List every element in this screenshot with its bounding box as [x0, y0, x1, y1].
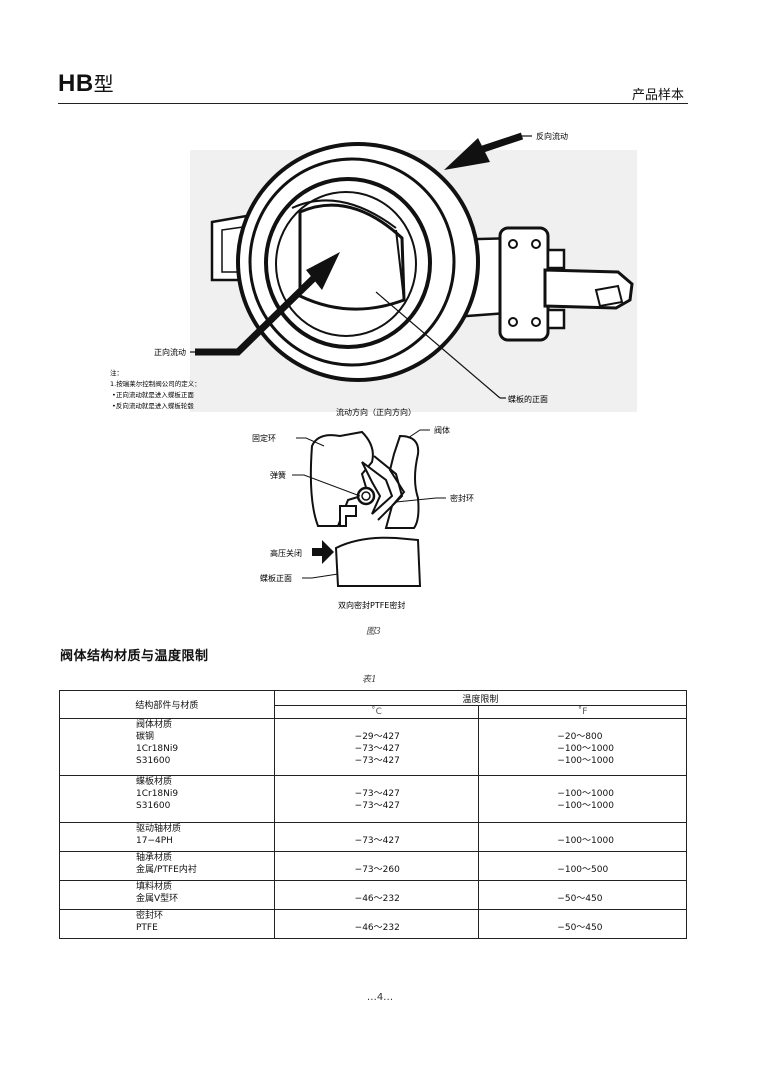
label-reverse-flow: 反向流动 [536, 131, 568, 141]
label-disc-face: 蝶板的正面 [508, 394, 548, 404]
brand-label: 产品样本 [632, 88, 685, 103]
note-line-3: •反向流动就是进入蝶板轮毂 [112, 401, 194, 410]
valve-figure: 反向流动 正向流动 蝶板的正面 注： 1.按瑞莱尔控制阀公司的定义： •正向流动… [110, 131, 637, 610]
figure-caption: 图3 [366, 627, 381, 637]
label-flow-direction: 流动方向（正向方向） [336, 407, 416, 417]
label-body: 阀体 [434, 425, 450, 435]
valve-body-part [384, 434, 420, 529]
forward-flow-arrow [195, 269, 323, 356]
label-spring: 弹簧 [270, 470, 286, 480]
label-seal-ring: 密封环 [450, 493, 474, 503]
retaining-ring-part [309, 430, 374, 527]
label-high-pressure: 高压关闭 [270, 548, 302, 558]
header-celsius: ˚C [273, 705, 480, 719]
header-divider [58, 103, 688, 104]
bolt-lower [546, 308, 566, 330]
spring-part [356, 486, 376, 506]
reverse-flow-arrow [478, 132, 524, 154]
header-temperature-limit: 温度限制 [273, 690, 688, 706]
high-pressure-arrow [312, 540, 334, 564]
note-line-2: •正向流动就是进入蝶板正面 [112, 390, 194, 399]
page-title: HB型 [58, 70, 115, 97]
section-title: 阀体结构材质与温度限制 [60, 649, 209, 664]
disc-front-part [334, 536, 422, 587]
label-forward-flow: 正向流动 [154, 347, 186, 357]
note-line-0: 注： [110, 368, 123, 377]
label-bidirectional-seal: 双向密封PTFE密封 [338, 600, 405, 610]
table-caption: 表1 [362, 675, 377, 685]
header-component-material: 结构部件与材质 [59, 690, 275, 719]
table-row: 填料材质金属V型环 −46～232 −50～450 [59, 880, 687, 910]
label-retaining-ring: 固定环 [252, 433, 276, 443]
seal-ring-part [361, 461, 394, 515]
table-row: 轴承材质金属/PTFE内衬 −73～260 −100～500 [59, 851, 687, 881]
note-line-1: 1.按瑞莱尔控制阀公司的定义： [110, 379, 201, 388]
header-fahrenheit: ˚F [478, 705, 687, 719]
page-number: …4… [366, 992, 394, 1003]
drive-shaft [543, 268, 634, 310]
label-disc-front: 蝶板正面 [260, 573, 292, 583]
bolt-upper [546, 248, 566, 270]
